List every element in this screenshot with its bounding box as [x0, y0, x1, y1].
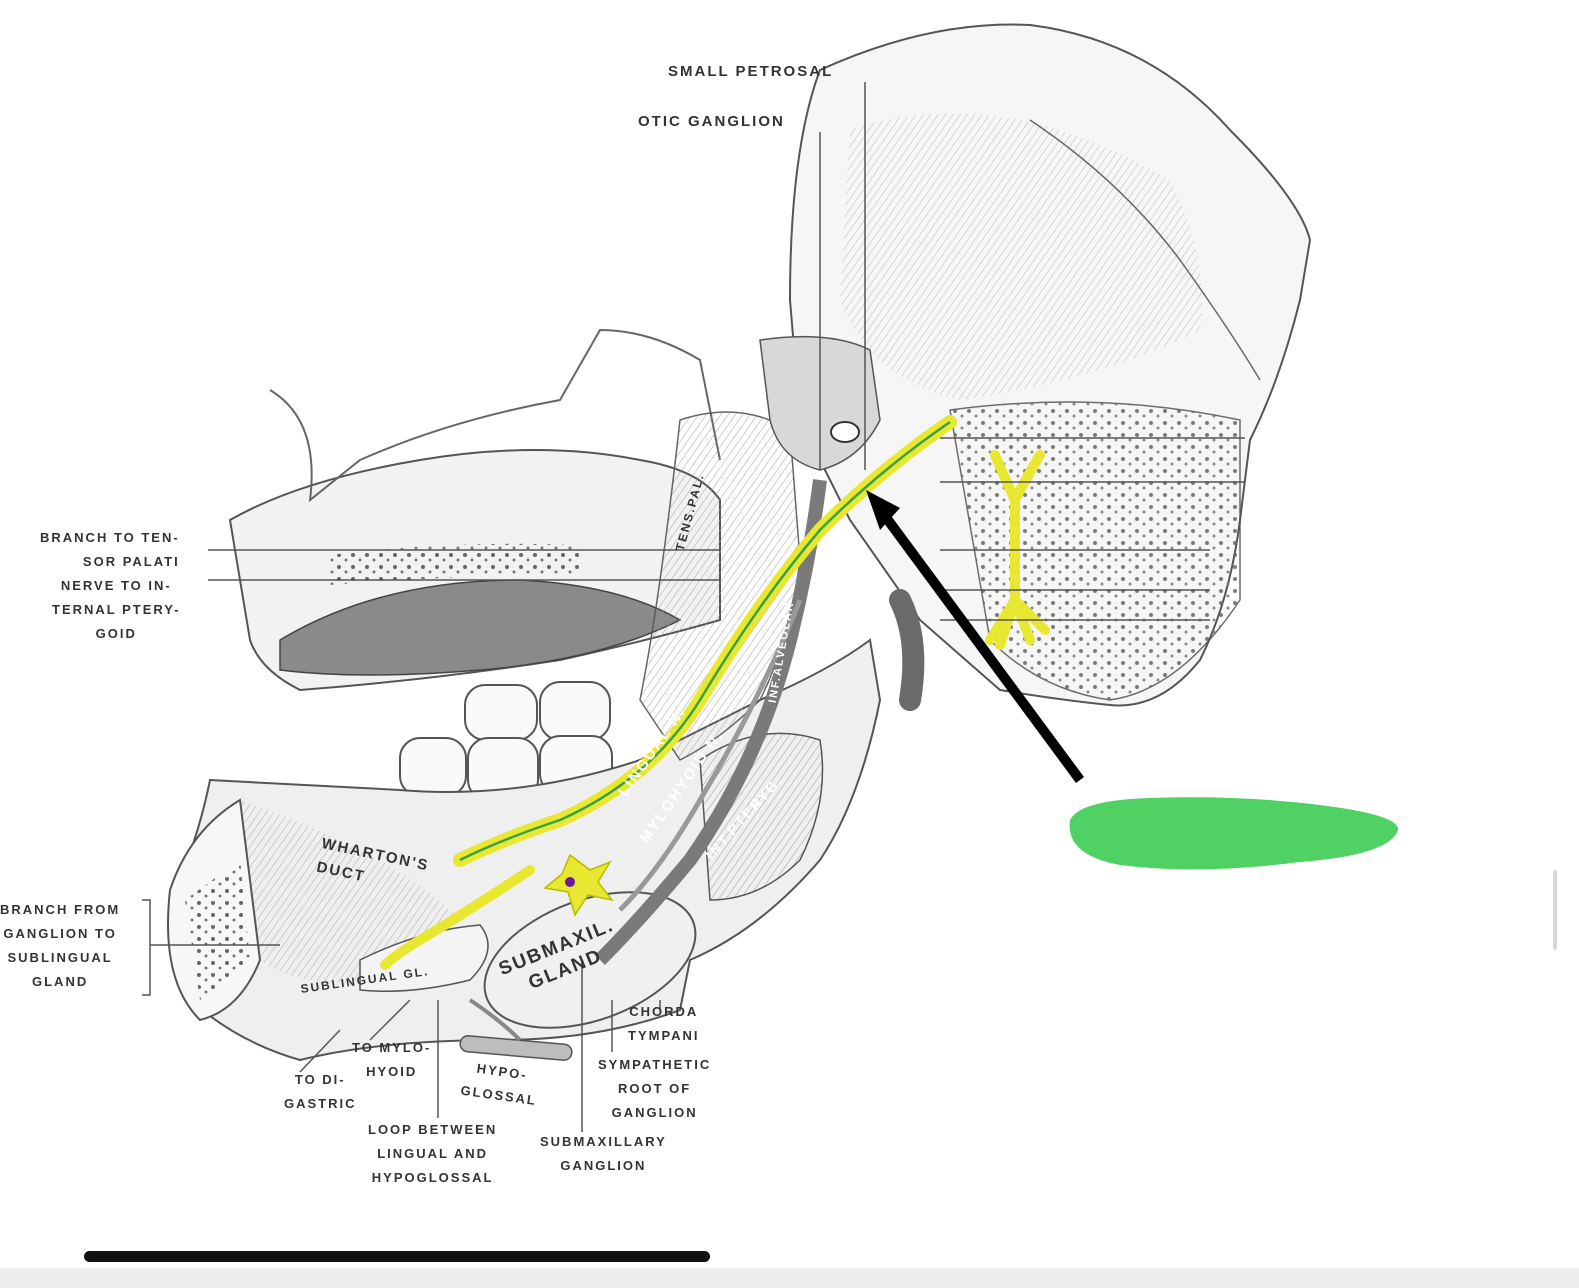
label-submaxillary-ganglion: SUBMAXILLARY GANGLION — [540, 1134, 667, 1173]
maxilla-dots — [330, 543, 580, 585]
leader-lines — [142, 82, 1245, 1132]
hypoglossal-nerve — [459, 1035, 573, 1061]
submaxillary-gland — [483, 891, 697, 1029]
label-small-petrosal: SMALL PETROSAL — [668, 63, 834, 80]
foramen — [830, 421, 860, 443]
cranial-suture — [1029, 119, 1261, 381]
answer-blob — [1069, 797, 1399, 870]
label-branch-from-ganglion: BRANCH FROM GANGLION TO SUBLINGUAL GLAND — [0, 902, 121, 989]
lingual-nerve-center — [459, 420, 951, 862]
label-loop-between: LOOP BETWEEN LINGUAL AND HYPOGLOSSAL — [368, 1122, 498, 1185]
label-chorda-tympani: CHORDA TYMPANI — [628, 1004, 700, 1043]
inf-alveolar-nerve — [595, 479, 827, 965]
pointer-arrow-head — [866, 490, 900, 530]
bottom-bar — [0, 1268, 1579, 1288]
vessel — [889, 589, 925, 711]
home-indicator[interactable] — [84, 1251, 710, 1262]
label-to-digastric: TO DI- GASTRIC — [284, 1072, 357, 1111]
label-branch-to-tensor: BRANCH TO TEN- SOR PALATI — [40, 530, 180, 569]
label-nerve-to-internal: NERVE TO IN- TERNAL PTERY- GOID — [52, 578, 181, 641]
loop-between — [468, 998, 522, 1042]
mandible-shading — [240, 800, 460, 983]
label-sympathetic-root: SYMPATHETIC ROOT OF GANGLION — [598, 1057, 712, 1120]
scroll-indicator[interactable] — [1553, 870, 1557, 950]
ganglion-dot — [565, 877, 575, 887]
label-otic-ganglion: OTIC GANGLION — [638, 113, 785, 130]
label-to-mylohyoid: TO MYLO- HYOID — [352, 1040, 432, 1079]
mandible-cut-dots — [185, 860, 250, 1000]
pointer-arrow-shaft — [877, 509, 1085, 783]
sublingual-branch-highlight — [380, 865, 535, 970]
nasal-area — [269, 328, 721, 503]
submax-ganglion-star — [543, 853, 614, 917]
mylohyoid-nerve-line — [618, 599, 803, 912]
